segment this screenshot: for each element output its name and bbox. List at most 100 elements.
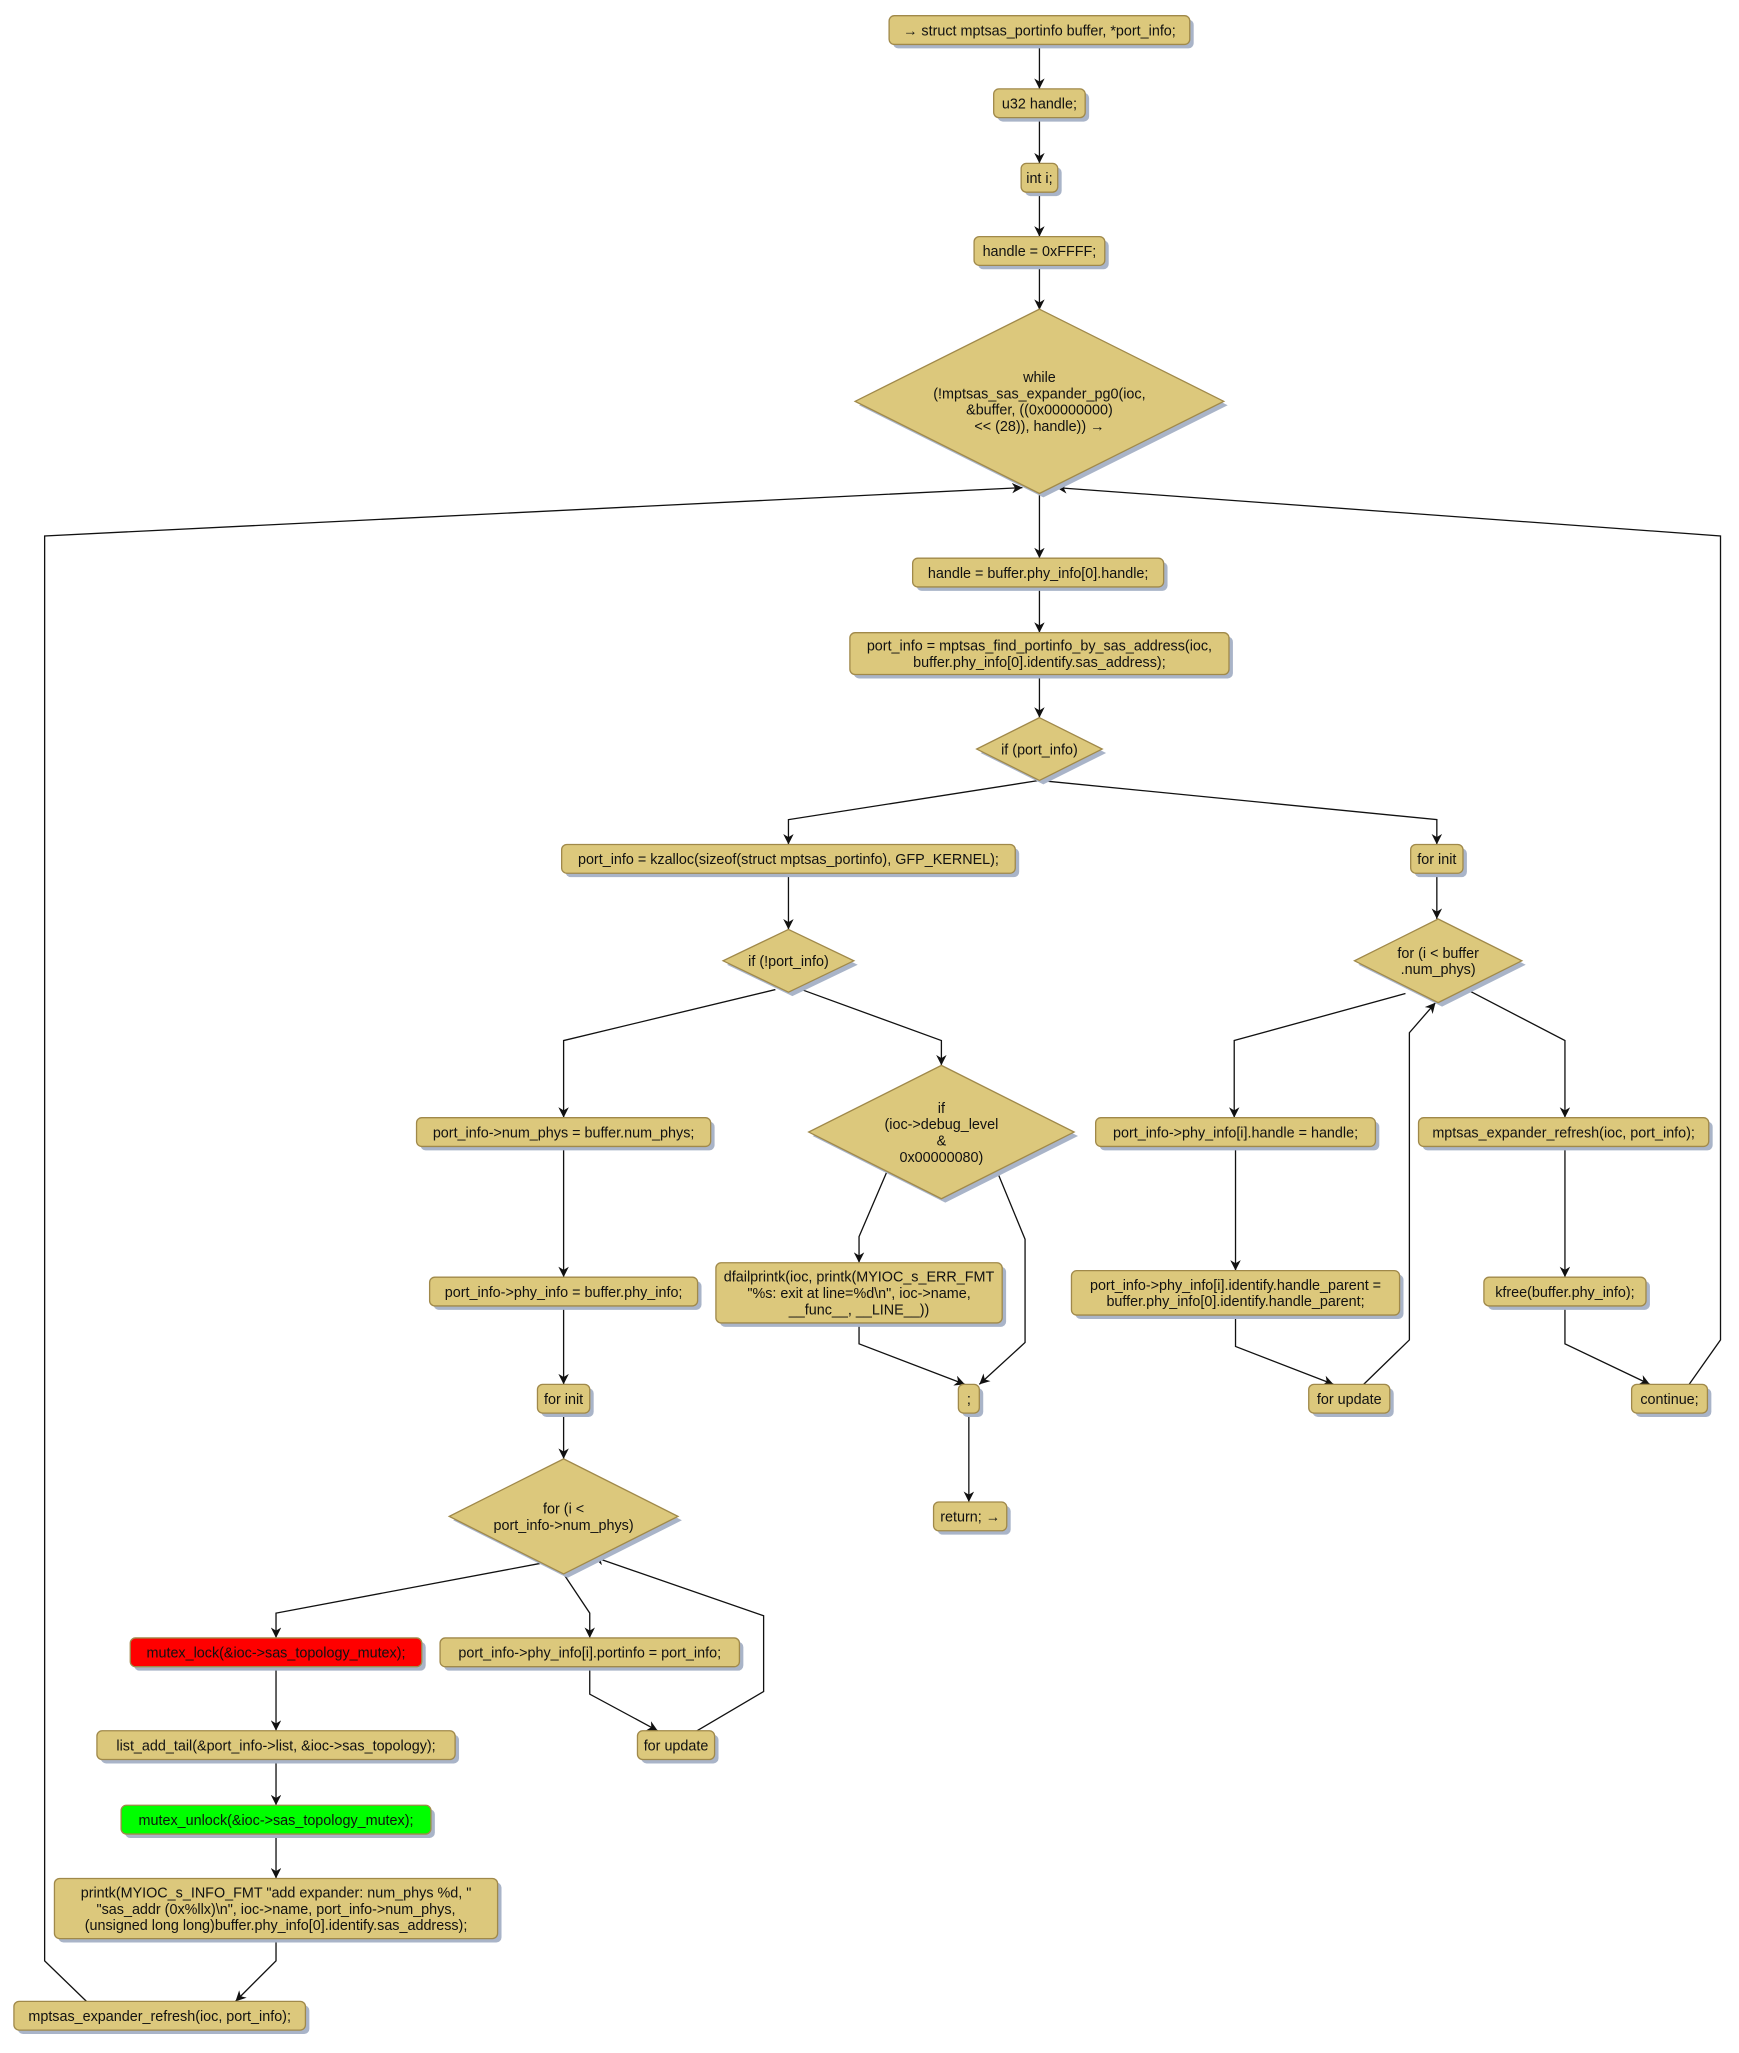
statement-box [932, 1501, 1008, 1532]
node-label-line: (unsigned long long)buffer.phy_info[0].i… [85, 1918, 468, 1934]
node-label-line: kfree(buffer.phy_info); [1495, 1285, 1634, 1301]
edge-n26-to-n27 [235, 1938, 277, 2002]
edge-n27-to-d1 [43, 482, 1023, 2002]
node-label-line: for update [1317, 1392, 1382, 1408]
statement-box [888, 15, 1191, 46]
node-label: int i; [1026, 171, 1052, 187]
node-label-line: for init [1417, 852, 1456, 868]
node-label-line: mptsas_expander_refresh(ioc, port_info); [1432, 1125, 1695, 1141]
decision-d3[interactable]: if (!port_info) [721, 928, 858, 997]
decision-diamond [975, 716, 1104, 782]
node-label-line: &buffer, ((0x00000000) [966, 403, 1113, 419]
edge-n18-to-d4 [1363, 1002, 1437, 1385]
statement-n10[interactable]: port_info->phy_info[i].handle = handle; [1094, 1117, 1380, 1151]
node-label-line: buffer.phy_info[0].identify.sas_address)… [913, 655, 1166, 671]
node-label: port_info->phy_info = buffer.phy_info; [445, 1285, 683, 1301]
statement-n9[interactable]: port_info->num_phys = buffer.num_phys; [415, 1117, 715, 1151]
statement-n3[interactable]: int i; [1020, 162, 1062, 197]
node-label: port_info = mptsas_find_portinfo_by_sas_… [867, 639, 1212, 671]
statement-n18[interactable]: for update [1308, 1383, 1394, 1418]
statement-box [1020, 162, 1059, 193]
statement-box [96, 1730, 456, 1761]
node-label-line: int i; [1026, 171, 1052, 187]
node-label-line: port_info = kzalloc(sizeof(struct mptsas… [578, 852, 999, 868]
statement-n11[interactable]: mptsas_expander_refresh(ioc, port_info); [1417, 1117, 1713, 1151]
decision-d5[interactable]: if(ioc->debug_level&0x00000080) [807, 1064, 1079, 1203]
node-label: for init [1417, 852, 1456, 868]
node-label-line: → struct mptsas_portinfo buffer, *port_i… [903, 23, 1176, 39]
edge-d4-to-n10 [1228, 992, 1406, 1118]
node-label: mptsas_expander_refresh(ioc, port_info); [28, 2009, 291, 2025]
node-label: printk(MYIOC_s_INFO_FMT "add expander: n… [81, 1885, 472, 1934]
node-label: if(ioc->debug_level&0x00000080) [885, 1101, 999, 1166]
node-label-line: "sas_addr (0x%llx)\n", ioc->name, port_i… [97, 1902, 456, 1918]
decision-diamond [1353, 918, 1524, 1004]
node-label: port_info->phy_info[i].identify.handle_p… [1090, 1278, 1381, 1310]
edge-n24-to-d6 [593, 1555, 765, 1732]
statement-box [129, 1637, 423, 1668]
node-label-line: continue; [1640, 1392, 1698, 1408]
node-label-line: port_info->num_phys) [494, 1518, 634, 1534]
decision-d1[interactable]: while(!mptsas_sas_expander_pg0(ioc,&buff… [853, 308, 1228, 498]
node-label-line: port_info->num_phys = buffer.num_phys; [433, 1125, 695, 1141]
statement-n1[interactable]: → struct mptsas_portinfo buffer, *port_i… [888, 15, 1194, 49]
statement-n25[interactable]: mutex_unlock(&ioc->sas_topology_mutex); [120, 1804, 435, 1838]
statement-n4[interactable]: handle = 0xFFFF; [973, 235, 1109, 270]
decision-d4[interactable]: for (i < buffer.num_phys) [1353, 918, 1526, 1007]
statement-n7[interactable]: port_info = kzalloc(sizeof(struct mptsas… [560, 843, 1020, 878]
statement-n12[interactable]: port_info->phy_info = buffer.phy_info; [428, 1276, 702, 1310]
node-label: continue; [1640, 1392, 1698, 1408]
statement-n13[interactable]: dfailprintk(ioc, printk(MYIOC_s_ERR_FMT"… [715, 1262, 1007, 1327]
statement-box [439, 1637, 741, 1668]
edge-n13-to-n17 [858, 1322, 966, 1386]
statement-n22[interactable]: port_info->phy_info[i].portinfo = port_i… [439, 1637, 744, 1671]
node-label-line: & [937, 1133, 947, 1149]
statement-n26[interactable]: printk(MYIOC_s_INFO_FMT "add expander: n… [53, 1877, 502, 1943]
node-label-line: if (port_info) [1001, 742, 1078, 758]
node-label-line: port_info->phy_info[i].handle = handle; [1113, 1125, 1358, 1141]
decision-d2[interactable]: if (port_info) [975, 716, 1107, 785]
statement-n19[interactable]: continue; [1630, 1383, 1712, 1418]
node-label-line: for init [544, 1392, 583, 1408]
statement-n6[interactable]: port_info = mptsas_find_portinfo_by_sas_… [849, 632, 1233, 679]
edge-n15-to-n19 [1564, 1305, 1651, 1385]
decision-diamond [807, 1064, 1076, 1200]
statement-n2[interactable]: u32 handle; [993, 88, 1090, 122]
statement-box [428, 1276, 699, 1307]
statement-box [1308, 1383, 1391, 1414]
statement-n23[interactable]: list_add_tail(&port_info->list, &ioc->sa… [96, 1730, 460, 1764]
node-label: list_add_tail(&port_info->list, &ioc->sa… [116, 1738, 435, 1754]
statement-box [53, 1877, 499, 1940]
node-label: mutex_unlock(&ioc->sas_topology_mutex); [139, 1813, 414, 1829]
statement-n14[interactable]: port_info->phy_info[i].identify.handle_p… [1070, 1269, 1404, 1319]
edge-n19-to-d1 [1056, 483, 1722, 1385]
statement-box [973, 235, 1106, 267]
statement-box [1094, 1117, 1377, 1148]
decision-d6[interactable]: for (i <port_info->num_phys) [447, 1458, 682, 1578]
node-label: u32 handle; [1002, 96, 1077, 112]
edges [43, 44, 1722, 2002]
statement-box [536, 1383, 591, 1414]
statement-n21[interactable]: mutex_lock(&ioc->sas_topology_mutex); [129, 1637, 426, 1671]
statement-n15[interactable]: kfree(buffer.phy_info); [1483, 1276, 1650, 1310]
statement-n24[interactable]: for update [636, 1730, 719, 1764]
statement-n20[interactable]: return; → [932, 1501, 1011, 1535]
node-label: for (i <port_info->num_phys) [494, 1501, 634, 1533]
edge-d3-to-n9 [558, 988, 776, 1118]
node-label-line: port_info->phy_info = buffer.phy_info; [445, 1285, 683, 1301]
statement-n5[interactable]: handle = buffer.phy_info[0].handle; [911, 557, 1168, 591]
node-label-line: port_info->phy_info[i].portinfo = port_i… [458, 1646, 721, 1662]
nodes: → struct mptsas_portinfo buffer, *port_i… [13, 15, 1713, 2035]
decision-diamond [447, 1458, 680, 1575]
node-label-line: __func__, __LINE__)) [788, 1302, 930, 1318]
statement-n27[interactable]: mptsas_expander_refresh(ioc, port_info); [13, 2000, 310, 2035]
node-label: port_info = kzalloc(sizeof(struct mptsas… [578, 852, 999, 868]
node-label-line: for (i < [543, 1501, 584, 1517]
statement-n8[interactable]: for init [1410, 843, 1467, 878]
node-label-line: port_info = mptsas_find_portinfo_by_sas_… [867, 639, 1212, 655]
statement-n17[interactable]: ; [957, 1383, 984, 1418]
statement-box [911, 557, 1165, 588]
decision-diamond [853, 308, 1226, 495]
statement-n16[interactable]: for init [536, 1383, 594, 1418]
node-label: for update [1317, 1392, 1382, 1408]
